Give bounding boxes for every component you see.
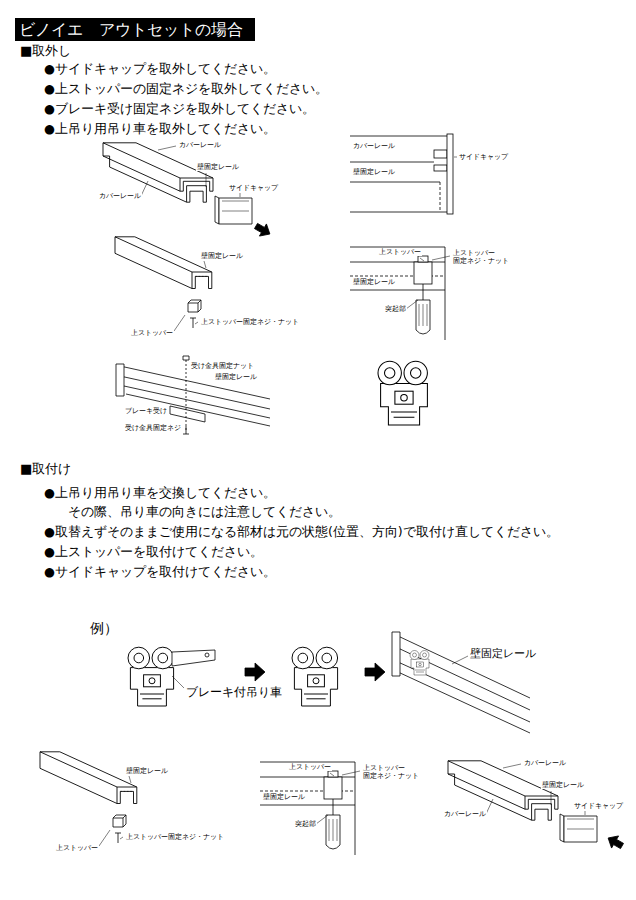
- part-label: 突起部: [294, 820, 317, 828]
- part-label: ブレーキ受け: [124, 407, 168, 415]
- instruction-step: ●取替えずそのままご使用になる部材は元の状態(位置、方向)で取付け直してください…: [44, 525, 559, 539]
- brake-receiver-figure: [120, 366, 270, 426]
- stopper-figure: [115, 237, 212, 331]
- side-view-figure: [440, 182, 441, 212]
- instruction-step: ●上ストッパーの固定ネジを取外してください。: [44, 82, 328, 96]
- brake-pin: [205, 653, 209, 657]
- stopper-side-figure: [414, 262, 432, 284]
- part-label: 上ストッパー 固定ネジ・ナット: [362, 764, 426, 780]
- stopper-side-figure: [350, 262, 445, 290]
- part-label: 上ストッパー 固定ネジ・ナット: [452, 249, 516, 265]
- stopper-figure: [188, 300, 201, 312]
- stopper-side-figure: [423, 284, 424, 300]
- brake-receiver-figure: [170, 406, 205, 422]
- side-view-figure: [350, 136, 447, 212]
- rail-with-roller: [452, 656, 468, 664]
- part-label: 壁固定レール: [352, 278, 396, 286]
- illustration: [40, 752, 137, 846]
- instruction-step: ●ブレーキ受け固定ネジを取外してください。: [44, 102, 315, 116]
- direction-arrow: [253, 220, 274, 240]
- step-arrow: [245, 663, 265, 681]
- stopper-side-figure: [406, 256, 450, 309]
- brake-receiver-figure: [183, 426, 189, 434]
- part-label: 上ストッパー: [288, 763, 332, 771]
- stopper-side-figure: [416, 300, 430, 334]
- section-heading: ■取付け: [20, 462, 71, 477]
- part-label: 上ストッパー: [378, 248, 422, 256]
- instruction-step: ●上吊り用吊り車を取外してください。: [44, 122, 276, 136]
- brake-receiver-figure: [116, 364, 124, 396]
- instruction-step: ●サイドキャップを取付けてください。: [44, 565, 276, 579]
- stopper-side-figure: [419, 304, 427, 326]
- illustration: [292, 647, 338, 706]
- stopper-figure: [188, 303, 198, 312]
- illustration: [260, 762, 360, 855]
- instruction-step: ●サイドキャップを取外してください。: [44, 62, 276, 76]
- stopper-side-figure: [350, 247, 450, 340]
- rail-with-roller: [410, 651, 429, 676]
- part-label: サイドキャップ: [228, 184, 279, 192]
- illustration: [378, 361, 427, 425]
- part-label: 受け金具固定ネジ: [124, 424, 182, 432]
- part-label: カバーレール: [98, 192, 142, 200]
- rail-side-cap-figure: [219, 198, 252, 224]
- stopper-side-figure: [418, 256, 428, 262]
- part-label: 壁固定レール: [541, 781, 585, 789]
- part-label: 受け金具固定ナット: [190, 362, 255, 370]
- part-label: カバーレール: [178, 141, 222, 149]
- brake-receiver-figure: [186, 360, 187, 432]
- side-view-figure: [350, 134, 457, 214]
- rail-side-cap-figure: [222, 201, 249, 211]
- part-label: 壁固定レール: [214, 373, 258, 381]
- section-heading: ■取外し: [20, 44, 71, 59]
- brake-receiver-figure: [183, 356, 189, 360]
- stopper-side-figure: [350, 247, 445, 340]
- part-label: 上ストッパー固定ネジ・ナット: [200, 318, 300, 326]
- example-label: ブレーキ付吊り車: [186, 686, 282, 700]
- side-view-figure: [434, 165, 447, 171]
- rail-side-cap-figure: [141, 146, 240, 197]
- part-label: カバーレール: [523, 759, 567, 767]
- leader-line: [172, 676, 184, 688]
- brake-bar: [172, 650, 215, 666]
- side-view-figure: [434, 150, 447, 158]
- stopper-figure: [190, 318, 196, 328]
- step-arrow: [365, 663, 385, 681]
- part-label: サイドキャップ: [573, 802, 624, 810]
- rail-with-roller: [392, 632, 400, 676]
- direction-arrow: [605, 832, 626, 852]
- side-view-figure: [447, 134, 453, 214]
- side-view-figure: [454, 157, 457, 158]
- example-label: 例）: [90, 620, 118, 636]
- part-label: 壁固定レール: [200, 252, 244, 260]
- part-label: カバーレール: [443, 810, 487, 818]
- rail-side-cap-figure: [215, 196, 219, 224]
- part-label: 壁固定レール: [262, 793, 306, 801]
- example-label: 壁固定レール: [470, 648, 536, 661]
- part-label: 壁固定レール: [196, 163, 240, 171]
- illustration: [128, 647, 174, 706]
- title-bar: ビノイエ アウトセットの場合: [15, 18, 255, 41]
- instruction-step: その際、吊り車の向きには注意してください。: [68, 505, 341, 519]
- instruction-step: ●上ストッパーを取付けてください。: [44, 545, 263, 559]
- stopper-figure: [115, 237, 212, 289]
- part-label: 壁固定レール: [352, 168, 396, 176]
- brake-receiver-figure: [116, 356, 270, 434]
- part-label: カバーレール: [352, 142, 396, 150]
- part-label: 上ストッパー: [130, 329, 174, 337]
- part-label: 壁固定レール: [125, 767, 169, 775]
- part-label: 上ストッパー: [55, 844, 99, 852]
- part-label: 突起部: [384, 305, 407, 313]
- part-label: サイドキャップ: [458, 153, 509, 161]
- part-label: 上ストッパー固定ネジ・ナット: [125, 833, 225, 841]
- instruction-step: ●上吊り用吊り車を交換してください。: [44, 486, 276, 500]
